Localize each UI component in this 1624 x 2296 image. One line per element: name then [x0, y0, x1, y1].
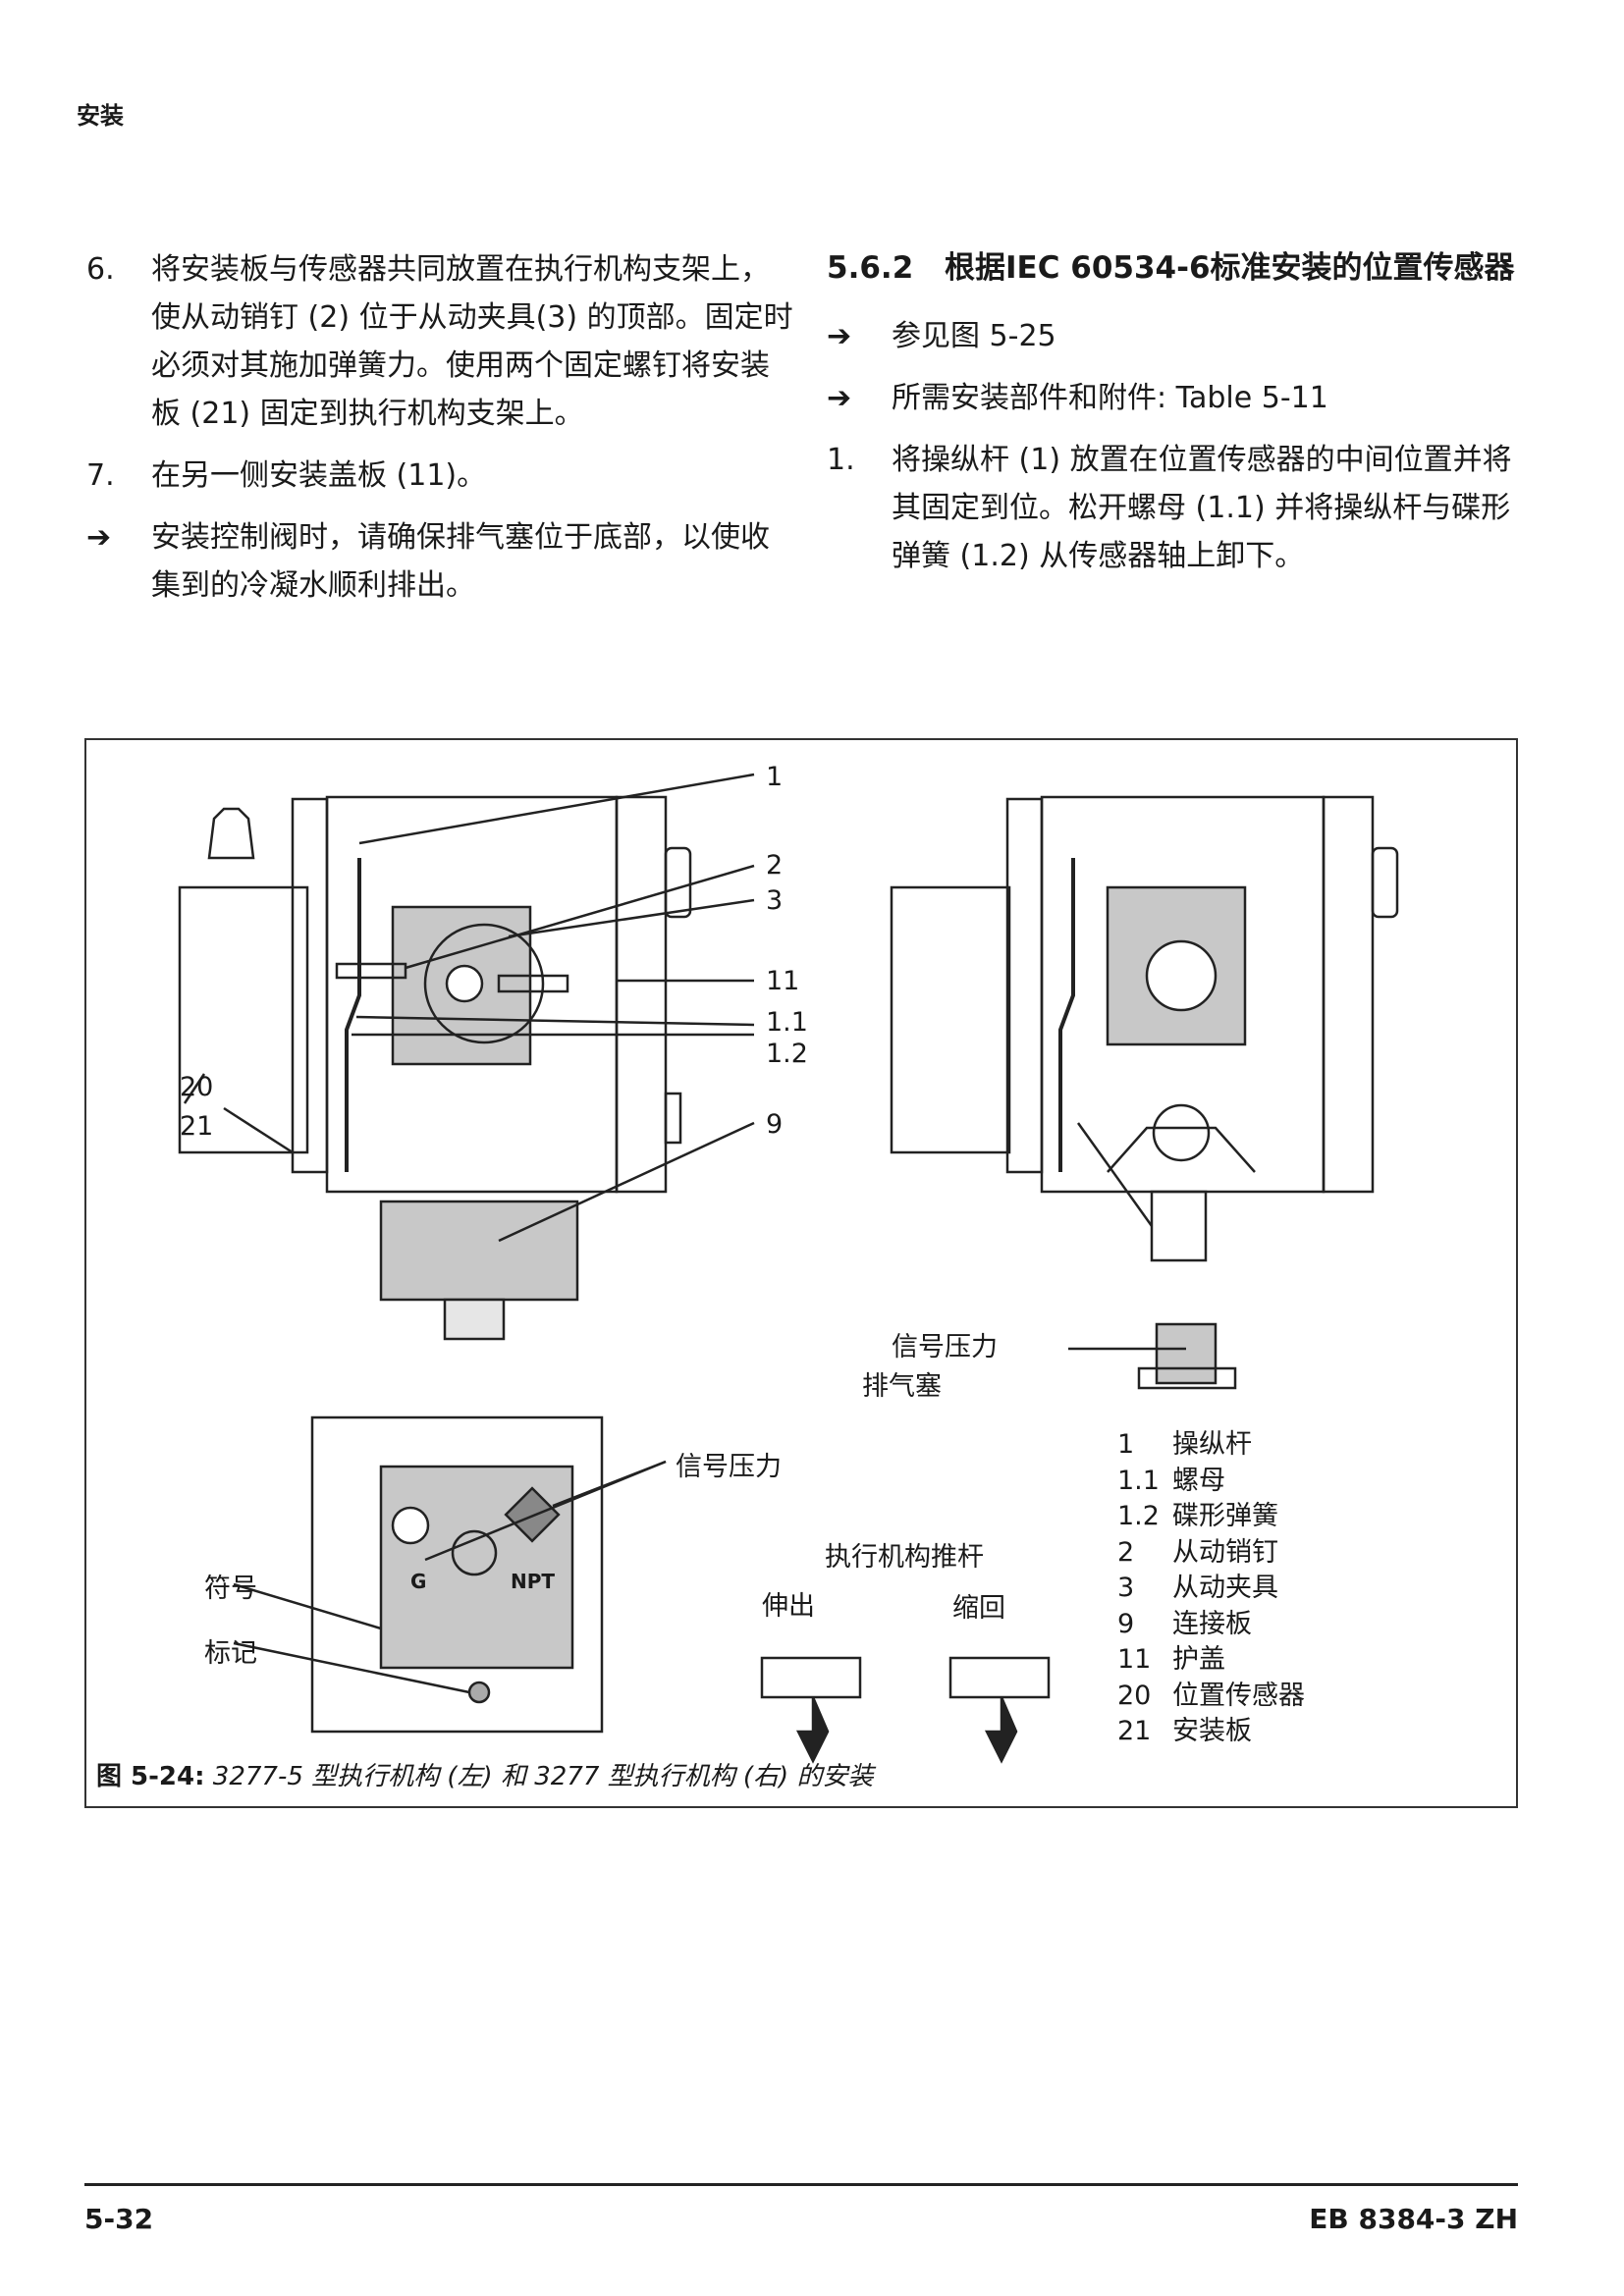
- legend-row: 20 位置传感器: [1117, 1679, 1305, 1715]
- legend-row: 2 从动销钉: [1117, 1535, 1305, 1572]
- figure-5-24: 1 2 3 11 1.1 1.2 9 20 21 信号压力 排气塞 信号压力 符…: [84, 738, 1518, 1808]
- right-column: 5.6.2 根据IEC 60534-6标准安装的位置传感器 ➔ 参见图 5-25…: [827, 245, 1529, 594]
- legend-key: 1.2: [1117, 1501, 1160, 1531]
- legend-key: 21: [1117, 1716, 1152, 1746]
- list-text: 参见图 5-25: [892, 319, 1056, 353]
- arrow-icon: ➔: [86, 520, 112, 555]
- callout-20: 20: [180, 1072, 214, 1102]
- list-item: ➔ 所需安装部件和附件: Table 5-11: [827, 374, 1529, 422]
- callout-3: 3: [766, 885, 784, 916]
- caption-label: 图 5-24:: [96, 1762, 205, 1791]
- list-item: 7. 在另一侧安装盖板 (11)。: [86, 452, 793, 500]
- legend-value: 护盖: [1172, 1644, 1225, 1675]
- signal-pressure-label: 信号压力: [892, 1332, 998, 1362]
- position-sensor-body: [178, 885, 309, 1154]
- legend-row: 1.2 碟形弹簧: [1117, 1499, 1305, 1535]
- legend-value: 操纵杆: [1172, 1429, 1252, 1460]
- lever: [345, 858, 361, 1172]
- actuator-stem-label: 执行机构推杆: [825, 1542, 984, 1573]
- symbol-retract: [948, 1656, 1051, 1699]
- legend-key: 20: [1117, 1680, 1152, 1711]
- legend-row: 11 护盖: [1117, 1642, 1305, 1679]
- legend-key: 2: [1117, 1536, 1135, 1568]
- figure-legend: 1 操纵杆 1.1 螺母 1.2 碟形弹簧 2 从动销钉 3 从动夹具 9 连接板 11 护盖…: [1117, 1427, 1305, 1750]
- list-item: ➔ 安装控制阀时，请确保排气塞位于底部，以使收集到的冷凝水顺利排出。: [86, 513, 793, 610]
- mounting-plate-view: [310, 1415, 604, 1734]
- signal-pressure-plate-label: 信号压力: [676, 1452, 782, 1482]
- legend-key: 9: [1117, 1608, 1135, 1639]
- legend-row: 1.1 螺母: [1117, 1464, 1305, 1500]
- legend-value: 连接板: [1172, 1608, 1252, 1639]
- section-heading: 5.6.2 根据IEC 60534-6标准安装的位置传感器: [827, 245, 1529, 291]
- figure-caption: 图 5-24: 3277-5 型执行机构 (左) 和 3277 型执行机构 (右…: [96, 1756, 873, 1792]
- mark-label: 标记: [204, 1638, 257, 1669]
- legend-value: 安装板: [1172, 1716, 1252, 1746]
- legend-key: 11: [1117, 1644, 1152, 1675]
- callout-11: 11: [766, 966, 800, 996]
- legend-value: 螺母: [1172, 1465, 1225, 1496]
- arrow-icon: ➔: [827, 319, 852, 353]
- legend-row: 3 从动夹具: [1117, 1571, 1305, 1607]
- footer-divider: [84, 2183, 1518, 2186]
- legend-row: 1 操纵杆: [1117, 1427, 1305, 1464]
- section-number: 5.6.2: [827, 250, 914, 286]
- callout-9: 9: [766, 1109, 784, 1140]
- list-item: 1. 将操纵杆 (1) 放置在位置传感器的中间位置并将其固定到位。松开螺母 (1…: [827, 436, 1529, 580]
- list-text: 在另一侧安装盖板 (11)。: [151, 458, 487, 493]
- callout-21: 21: [180, 1111, 214, 1142]
- page-header-title: 安装: [77, 102, 124, 130]
- section-title: 根据IEC 60534-6标准安装的位置传感器: [945, 250, 1515, 286]
- list-number: 6.: [86, 252, 115, 287]
- list-text: 将操纵杆 (1) 放置在位置传感器的中间位置并将其固定到位。松开螺母 (1.1)…: [892, 443, 1512, 573]
- callout-1-1: 1.1: [766, 1007, 808, 1038]
- symbol-extend: [760, 1656, 862, 1699]
- symbol-label: 符号: [204, 1574, 257, 1604]
- document-id: EB 8384-3 ZH: [1309, 2203, 1518, 2235]
- list-text: 将安装板与传感器共同放置在执行机构支架上，使从动销钉 (2) 位于从动夹具(3)…: [151, 252, 793, 431]
- callout-2: 2: [766, 850, 784, 881]
- vent-plug-label: 排气塞: [862, 1371, 942, 1402]
- list-number: 1.: [827, 443, 855, 477]
- plate-npt-label: NPT: [511, 1570, 556, 1593]
- left-column: 6. 将安装板与传感器共同放置在执行机构支架上，使从动销钉 (2) 位于从动夹具…: [86, 245, 793, 623]
- legend-value: 位置传感器: [1172, 1680, 1305, 1711]
- plate-g-label: G: [410, 1570, 427, 1593]
- page-number: 5-32: [84, 2203, 154, 2235]
- list-text: 安装控制阀时，请确保排气塞位于底部，以使收集到的冷凝水顺利排出。: [151, 520, 770, 603]
- legend-key: 1: [1117, 1429, 1135, 1460]
- legend-value: 从动夹具: [1172, 1573, 1278, 1603]
- caption-text: 3277-5 型执行机构 (左) 和 3277 型执行机构 (右) 的安装: [212, 1762, 874, 1791]
- callout-1-2: 1.2: [766, 1039, 808, 1069]
- extend-label: 伸出: [762, 1591, 815, 1622]
- legend-key: 3: [1117, 1573, 1135, 1603]
- retract-label: 缩回: [952, 1593, 1005, 1624]
- knob-icon: [207, 807, 255, 860]
- legend-row: 9 连接板: [1117, 1607, 1305, 1643]
- legend-key: 1.1: [1117, 1465, 1160, 1496]
- legend-row: 21 安装板: [1117, 1714, 1305, 1750]
- list-number: 7.: [86, 458, 115, 493]
- list-item: ➔ 参见图 5-25: [827, 312, 1529, 360]
- legend-value: 碟形弹簧: [1172, 1501, 1278, 1531]
- connection-plate: [379, 1200, 579, 1302]
- legend-value: 从动销钉: [1172, 1536, 1278, 1568]
- callout-1: 1: [766, 762, 784, 792]
- mounting-drawing: [178, 773, 1399, 1764]
- arrow-icon: ➔: [827, 381, 852, 415]
- list-text: 所需安装部件和附件: Table 5-11: [892, 381, 1328, 415]
- list-item: 6. 将安装板与传感器共同放置在执行机构支架上，使从动销钉 (2) 位于从动夹具…: [86, 245, 793, 438]
